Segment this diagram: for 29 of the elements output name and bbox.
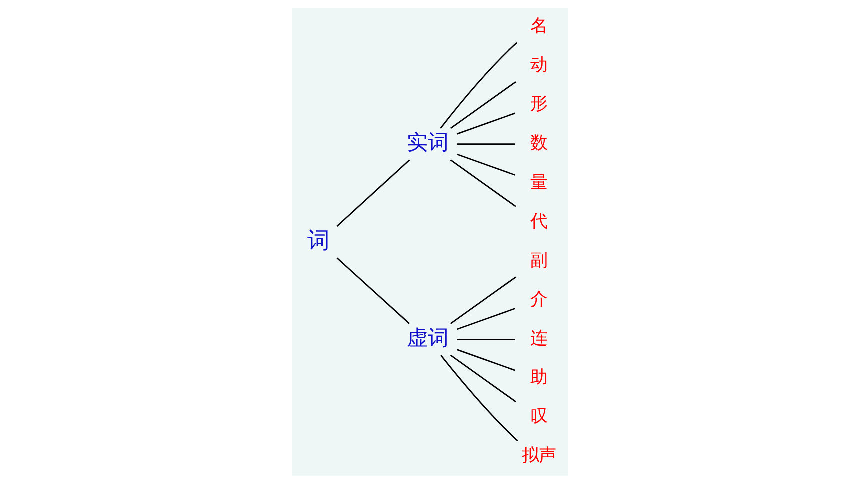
node-text: 叹 xyxy=(530,407,548,428)
node-text: 虚词 xyxy=(406,326,449,350)
node-text: 词 xyxy=(307,228,330,254)
connector xyxy=(336,258,410,324)
node-text: 形 xyxy=(530,94,548,115)
node-text: 助 xyxy=(530,368,548,388)
connector xyxy=(440,42,518,129)
node-text: 数 xyxy=(530,134,548,154)
connector xyxy=(450,81,516,130)
connector xyxy=(450,160,516,208)
connector xyxy=(440,355,518,442)
node-text: 拟声 xyxy=(522,446,556,466)
node-text: 代 xyxy=(530,212,548,232)
connector xyxy=(450,354,516,403)
node-text: 介 xyxy=(530,290,548,310)
node-text: 量 xyxy=(530,172,548,193)
node-text: 副 xyxy=(530,250,548,271)
connector xyxy=(456,154,516,176)
connector xyxy=(450,276,516,324)
connector xyxy=(457,144,516,146)
connector xyxy=(456,308,516,330)
node-text: 名 xyxy=(530,16,548,37)
node-text: 连 xyxy=(530,328,548,349)
connector xyxy=(457,338,516,340)
connector xyxy=(456,349,516,372)
connector xyxy=(336,160,410,228)
node-text: 实词 xyxy=(406,130,449,155)
connector xyxy=(456,112,516,135)
node-text: 动 xyxy=(530,56,548,76)
